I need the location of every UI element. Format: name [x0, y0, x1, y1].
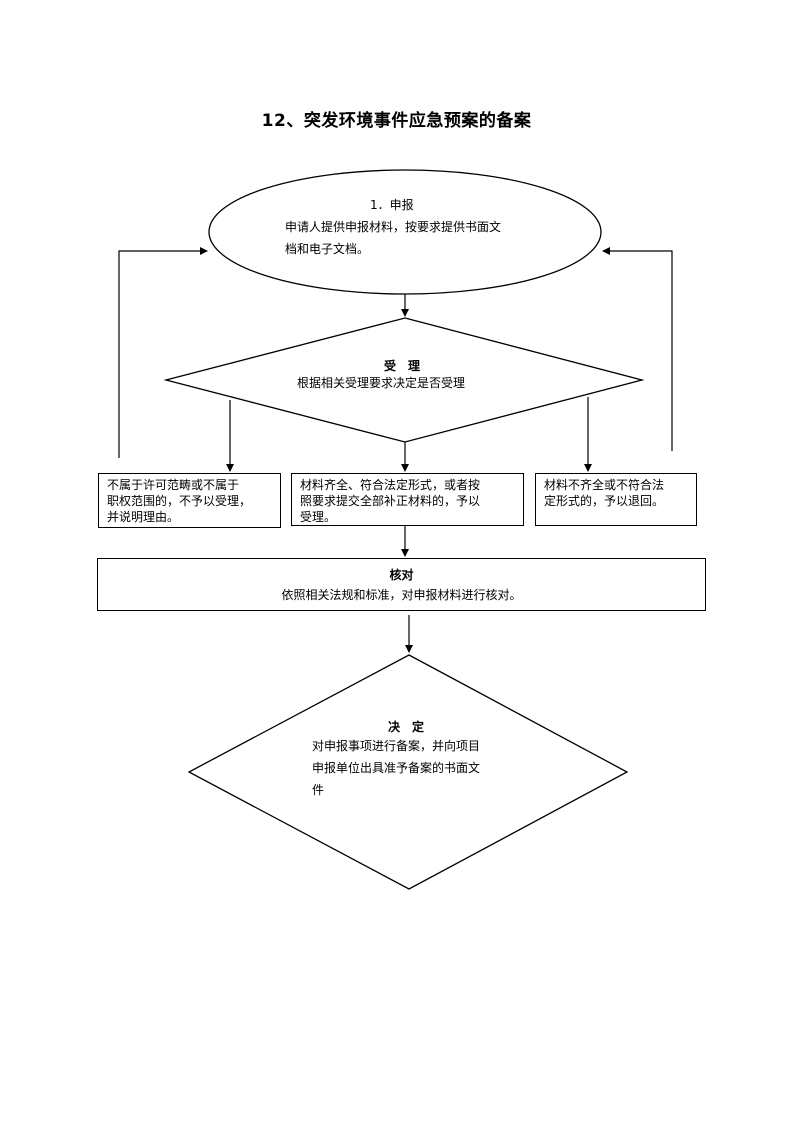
apply-text-line2: 档和电子文档。 — [285, 242, 370, 256]
verify-heading: 核对 — [389, 568, 414, 582]
accept-box-line2: 照要求提交全部补正材料的，予以 — [300, 494, 481, 508]
accept-box-line1: 材料齐全、符合法定形式，或者按 — [300, 478, 481, 492]
verify-text: 依照相关法规和标准，对申报材料进行核对。 — [281, 588, 522, 602]
decision-text-line2: 申报单位出具准予备案的书面文 — [312, 761, 481, 775]
accept-box-line3: 受理。 — [300, 510, 337, 524]
return-box-line1: 材料不齐全或不符合法 — [544, 478, 665, 492]
page-title: 12、突发环境事件应急预案的备案 — [261, 111, 532, 131]
apply-text-line1: 申请人提供申报材料，按要求提供书面文 — [285, 220, 502, 234]
return-box-line2: 定形式的，予以退回。 — [544, 494, 665, 508]
verify-box: 核对 依照相关法规和标准，对申报材料进行核对。 — [97, 558, 706, 611]
decision-heading: 决 定 — [388, 720, 425, 734]
reject-box-line1: 不属于许可范畴或不属于 — [107, 478, 240, 492]
accept-text: 根据相关受理要求决定是否受理 — [297, 376, 466, 390]
decision-diamond — [187, 654, 629, 890]
reject-box-line2: 职权范围的，不予以受理， — [107, 494, 252, 508]
accept-heading: 受 理 — [384, 359, 421, 373]
decision-text-line3: 件 — [312, 783, 325, 797]
decision-text-line1: 对申报事项进行备案，并向项目 — [312, 739, 481, 753]
reject-box-line3: 并说明理由。 — [107, 510, 180, 524]
left-feedback-arrow — [118, 247, 208, 458]
accept-box: 材料齐全、符合法定形式，或者按 照要求提交全部补正材料的，予以 受理。 — [291, 473, 524, 526]
return-box: 材料不齐全或不符合法 定形式的，予以退回。 — [535, 473, 697, 526]
apply-heading: 1．申报 — [370, 198, 414, 212]
reject-box: 不属于许可范畴或不属于 职权范围的，不予以受理， 并说明理由。 — [98, 473, 281, 528]
right-feedback-arrow — [602, 247, 673, 451]
